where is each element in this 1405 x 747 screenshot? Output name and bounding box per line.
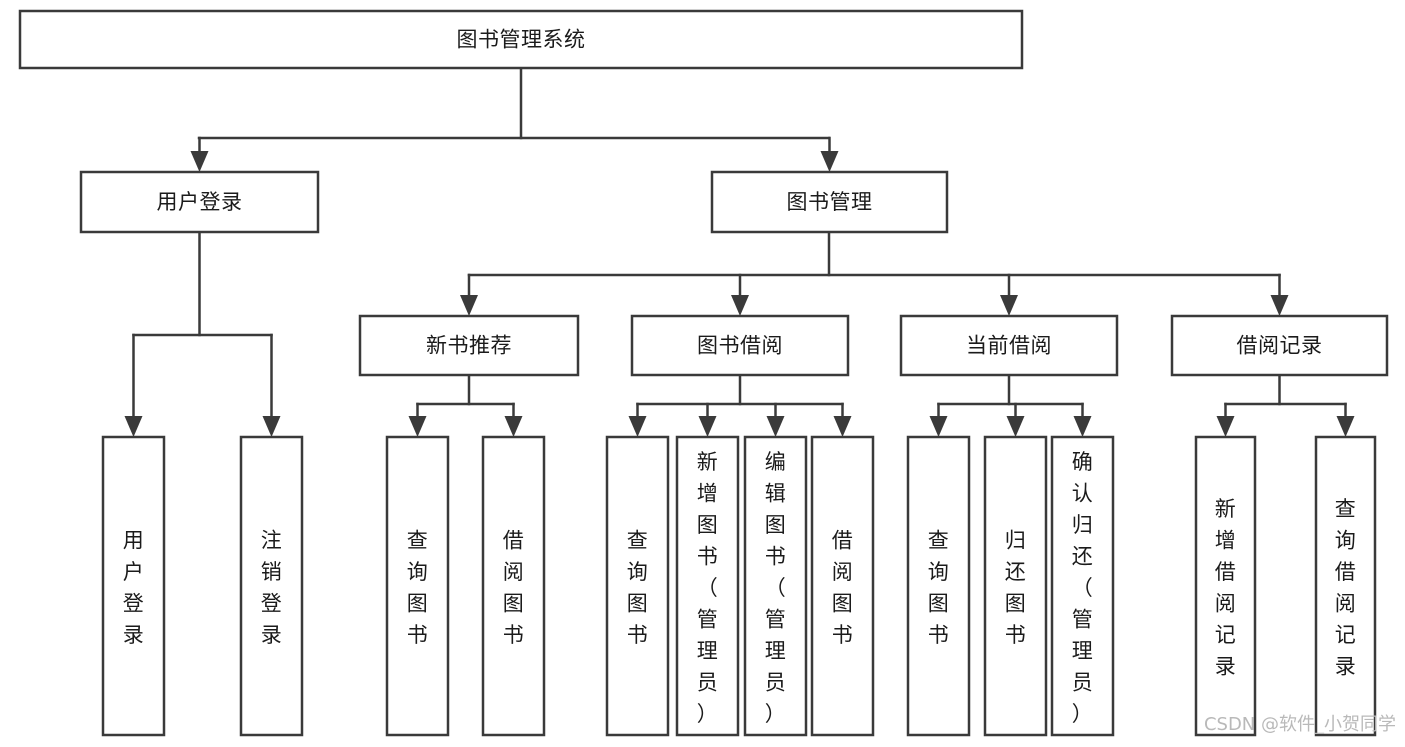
node-label-leaf-confirm-return: 确认归还（管理员） (1072, 450, 1094, 726)
node-label-leaf-query-book-borrow: 查询图书 (627, 529, 649, 648)
node-label-borrow-record: 借阅记录 (1237, 334, 1323, 358)
node-leaf-borrow-book[interactable]: 借阅图书 (810, 435, 875, 737)
node-box-leaf-query-book-recommend[interactable] (385, 435, 450, 737)
node-box-leaf-borrow-book[interactable] (810, 435, 875, 737)
node-leaf-add-book[interactable]: 新增图书（管理员） (675, 435, 740, 737)
node-book-manage[interactable]: 图书管理 (710, 170, 949, 234)
node-leaf-return-book[interactable]: 归还图书 (983, 435, 1048, 737)
node-leaf-add-borrow-record[interactable]: 新增借阅记录 (1194, 435, 1257, 737)
node-label-leaf-query-book-current: 查询图书 (928, 529, 950, 648)
node-box-leaf-add-borrow-record[interactable] (1194, 435, 1257, 737)
node-label-leaf-add-book: 新增图书（管理员） (697, 450, 719, 726)
node-leaf-query-book-recommend[interactable]: 查询图书 (385, 435, 450, 737)
node-boxes: 图书管理系统用户登录图书管理新书推荐图书借阅当前借阅借阅记录用户登录注销登录查询… (18, 9, 1389, 737)
arrow-head (833, 416, 852, 437)
node-box-leaf-logout-login[interactable] (239, 435, 304, 737)
node-box-leaf-query-book-borrow[interactable] (605, 435, 670, 737)
node-leaf-query-book-current[interactable]: 查询图书 (906, 435, 971, 737)
node-box-leaf-add-book[interactable] (675, 435, 740, 737)
node-leaf-edit-book[interactable]: 编辑图书（管理员） (743, 435, 808, 737)
node-label-book-borrow: 图书借阅 (697, 334, 783, 358)
node-label-user-login: 用户登录 (157, 190, 243, 214)
node-leaf-borrow-book-recommend[interactable]: 借阅图书 (481, 435, 546, 737)
node-box-leaf-query-book-current[interactable] (906, 435, 971, 737)
node-label-leaf-borrow-book-recommend: 借阅图书 (503, 529, 525, 648)
node-leaf-user-login[interactable]: 用户登录 (101, 435, 166, 737)
node-label-root: 图书管理系统 (457, 28, 586, 52)
node-box-leaf-return-book[interactable] (983, 435, 1048, 737)
arrow-head (124, 416, 143, 437)
arrow-head (460, 295, 478, 316)
arrow-head (1216, 416, 1235, 437)
node-label-leaf-edit-book: 编辑图书（管理员） (765, 450, 787, 726)
node-box-current-borrow[interactable] (899, 314, 1119, 377)
node-box-user-login[interactable] (79, 170, 320, 234)
arrow-head (1073, 416, 1092, 437)
node-root[interactable]: 图书管理系统 (18, 9, 1024, 70)
arrow-head (1006, 416, 1025, 437)
node-box-leaf-confirm-return[interactable] (1050, 435, 1115, 737)
node-label-leaf-return-book: 归还图书 (1005, 529, 1027, 648)
csdn-watermark: CSDN @软件_小贺同学 (1204, 714, 1396, 735)
node-label-leaf-add-borrow-record: 新增借阅记录 (1215, 497, 1237, 679)
node-box-leaf-borrow-book-recommend[interactable] (481, 435, 546, 737)
arrow-head (731, 295, 749, 316)
connector-lines (124, 66, 1355, 437)
node-box-book-manage[interactable] (710, 170, 949, 234)
node-box-root[interactable] (18, 9, 1024, 70)
arrow-head (1336, 416, 1355, 437)
node-box-borrow-record[interactable] (1170, 314, 1389, 377)
node-label-book-manage: 图书管理 (787, 190, 873, 214)
node-current-borrow[interactable]: 当前借阅 (899, 314, 1119, 377)
node-box-leaf-query-borrow-record[interactable] (1314, 435, 1377, 737)
node-box-book-borrow[interactable] (630, 314, 850, 377)
node-label-new-book-recommend: 新书推荐 (426, 334, 512, 358)
arrow-head (408, 416, 427, 437)
node-leaf-confirm-return[interactable]: 确认归还（管理员） (1050, 435, 1115, 737)
arrow-head (1270, 295, 1289, 316)
arrow-head (698, 416, 717, 437)
arrow-head (766, 416, 785, 437)
arrow-head (1000, 295, 1018, 316)
node-label-leaf-logout-login: 注销登录 (261, 529, 283, 648)
node-box-leaf-user-login[interactable] (101, 435, 166, 737)
node-user-login[interactable]: 用户登录 (79, 170, 320, 234)
node-label-leaf-borrow-book: 借阅图书 (832, 529, 854, 648)
arrow-head (929, 416, 948, 437)
arrow-head (262, 416, 281, 437)
node-leaf-logout-login[interactable]: 注销登录 (239, 435, 304, 737)
node-leaf-query-borrow-record[interactable]: 查询借阅记录 (1314, 435, 1377, 737)
node-leaf-query-book-borrow[interactable]: 查询图书 (605, 435, 670, 737)
node-label-leaf-query-book-recommend: 查询图书 (407, 529, 429, 648)
node-book-borrow[interactable]: 图书借阅 (630, 314, 850, 377)
arrow-head (628, 416, 647, 437)
node-borrow-record[interactable]: 借阅记录 (1170, 314, 1389, 377)
arrow-head (820, 151, 839, 172)
node-box-new-book-recommend[interactable] (358, 314, 580, 377)
node-label-leaf-query-borrow-record: 查询借阅记录 (1335, 497, 1357, 679)
node-new-book-recommend[interactable]: 新书推荐 (358, 314, 580, 377)
node-label-current-borrow: 当前借阅 (966, 334, 1052, 358)
arrow-head (190, 151, 209, 172)
node-box-leaf-edit-book[interactable] (743, 435, 808, 737)
arrow-head (504, 416, 523, 437)
node-label-leaf-user-login: 用户登录 (123, 529, 145, 648)
